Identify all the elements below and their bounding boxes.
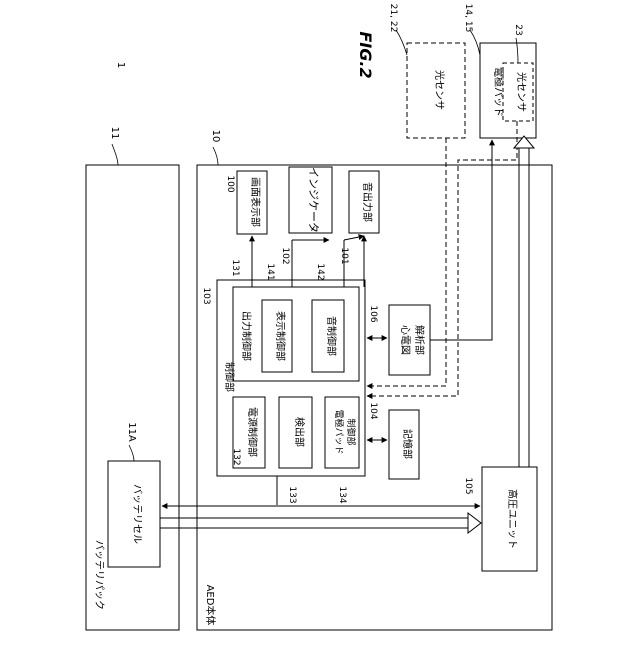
power-arrowhead — [468, 513, 481, 533]
pad-control-label-2: 制御部 — [345, 418, 357, 445]
pad-sensor-ref: 23 — [513, 24, 523, 35]
optical-sensor-ext-ref: 21, 22 — [388, 4, 398, 33]
control-ref: 103 — [201, 287, 211, 304]
battery-pack-ref: 11 — [109, 127, 120, 140]
figure-title: FIG.2 — [356, 31, 375, 78]
audio-output-label: 音出力部 — [361, 182, 374, 222]
battery-cell-ref: 11A — [126, 422, 137, 442]
optical-sensor-ext-leader — [396, 30, 407, 55]
power-control-ref: 132 — [231, 448, 241, 465]
high-voltage-label: 高圧ユニット — [506, 489, 519, 549]
indicator-ref: 102 — [280, 247, 290, 264]
ecg-analysis-label-2: 解析部 — [413, 325, 426, 355]
output-control-ref: 131 — [230, 259, 240, 276]
detection-label: 検出部 — [293, 417, 306, 447]
battery-cell-label: バッテリセル — [131, 484, 143, 544]
display-control-label: 表示制御部 — [274, 311, 287, 361]
storage-label: 記憶部 — [401, 429, 414, 459]
control-label: 制御部 — [223, 362, 236, 392]
aed-body-ref: 10 — [210, 130, 221, 143]
indicator-label: インジケータ — [307, 167, 320, 233]
pad-control-label-1: 電極パッド — [333, 409, 345, 454]
output-control-label: 出力制御部 — [240, 311, 253, 361]
ecg-analysis-label-1: 心電図 — [399, 325, 411, 355]
power-control-label: 電源制御部 — [246, 407, 259, 457]
line-ecg-to-pad — [430, 140, 492, 340]
pad-sensor-leader — [516, 38, 518, 63]
optical-sensor-ext-label: 光センサ — [433, 70, 446, 110]
detection-ref: 133 — [287, 486, 297, 503]
electrode-pad-leader — [470, 30, 480, 55]
ecg-analysis-ref: 106 — [368, 305, 378, 322]
arrow-to-audio-output — [344, 236, 364, 240]
sound-control-ref: 142 — [315, 263, 325, 280]
screen-display-label: 画面表示部 — [249, 177, 262, 227]
display-control-ref: 141 — [265, 263, 275, 280]
battery-pack-leader — [112, 144, 118, 165]
pad-control-ref: 134 — [337, 486, 347, 503]
aed-body-leader — [213, 147, 218, 165]
aed-body-label: AED本体 — [204, 585, 217, 626]
pad-sensor-label: 光センサ — [515, 72, 528, 112]
battery-cell-leader — [129, 445, 134, 461]
electrode-pad-box — [480, 43, 536, 138]
sound-control-label: 音制御部 — [325, 316, 338, 356]
battery-pack-label: バッテリパック — [93, 540, 105, 610]
screen-display-ref: 100 — [225, 175, 235, 192]
high-voltage-ref: 105 — [463, 477, 473, 494]
device-ref: 1 — [115, 62, 126, 68]
electrode-pad-ref: 14, 15 — [463, 4, 473, 33]
storage-ref: 104 — [368, 402, 378, 419]
